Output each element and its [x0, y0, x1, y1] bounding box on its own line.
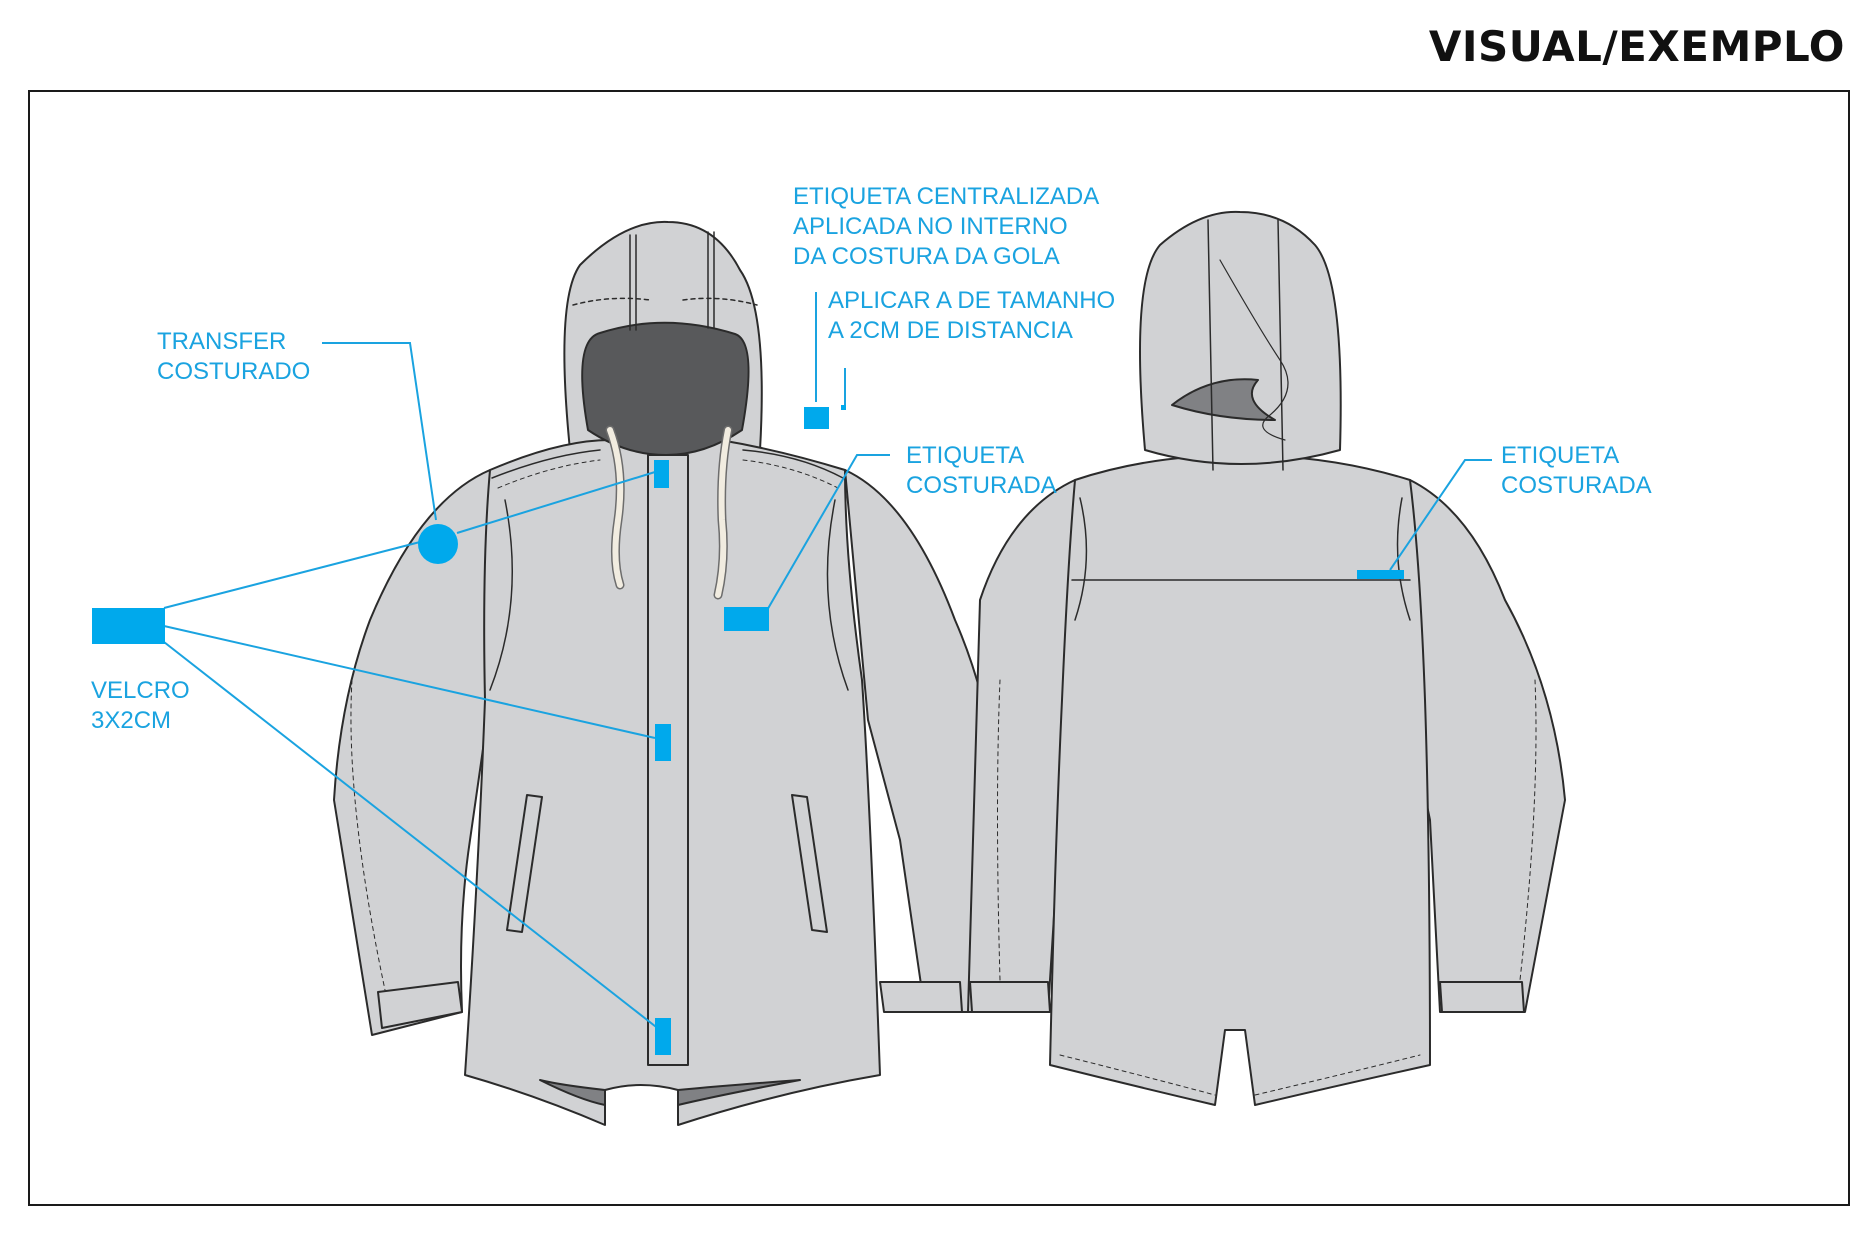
back-body	[1049, 454, 1431, 1106]
velcro-leader-upper	[163, 541, 421, 609]
back-label-marker	[1357, 570, 1404, 579]
back-right-cuff	[1439, 981, 1525, 1013]
transfer-callout-line2: COSTURADO	[157, 358, 311, 385]
velcro-tab-middle	[655, 724, 671, 761]
front-left-pocket	[506, 794, 543, 933]
back-jacket-view	[967, 210, 1566, 1106]
transfer-callout: TRANSFER COSTURADO	[157, 327, 310, 387]
back-label-leader	[1389, 459, 1492, 571]
back-label-callout: ETIQUETA COSTURADA	[1501, 441, 1652, 501]
front-label-leader	[765, 454, 890, 613]
back-right-sleeve	[1404, 479, 1566, 1013]
transfer-marker	[418, 524, 458, 564]
neck-label-marker	[804, 407, 829, 429]
velcro-callout: VELCRO 3X2CM	[91, 676, 190, 736]
front-label-callout-line2: COSTURADA	[906, 472, 1057, 499]
velcro-callout-line1: VELCRO	[91, 677, 190, 704]
front-right-cuff	[879, 981, 963, 1013]
transfer-to-placket-line	[456, 471, 656, 534]
neck-label-callout: ETIQUETA CENTRALIZADA APLICADA NO INTERN…	[793, 182, 1099, 272]
back-label-callout-line1: ETIQUETA	[1501, 442, 1620, 469]
velcro-callout-line2: 3X2CM	[91, 707, 172, 734]
drawing-frame	[28, 90, 1850, 1206]
front-left-sleeve	[333, 469, 491, 1036]
front-left-cuff	[377, 981, 463, 1029]
size-label-callout-line2: A 2CM DE DISTANCIA	[828, 317, 1073, 344]
velcro-leader-middle	[163, 625, 656, 739]
neck-label-callout-line2: APLICADA NO INTERNO	[793, 213, 1068, 240]
velcro-leader-lower	[163, 641, 661, 1031]
front-jacket-view	[333, 220, 1006, 1126]
front-right-pocket	[791, 794, 828, 933]
back-left-cuff	[969, 981, 1051, 1013]
front-label-callout: ETIQUETA COSTURADA	[906, 441, 1057, 501]
front-label-callout-line1: ETIQUETA	[906, 442, 1025, 469]
page-title: VISUAL/EXEMPLO	[1428, 22, 1845, 71]
front-hem-lining	[539, 1079, 606, 1106]
velcro-swatch	[92, 608, 165, 644]
velcro-tab-bottom	[655, 1018, 671, 1055]
size-label-callout: APLICAR A DE TAMANHO A 2CM DE DISTANCIA	[828, 286, 1115, 346]
size-label-callout-line1: APLICAR A DE TAMANHO	[828, 287, 1116, 314]
transfer-callout-line1: TRANSFER	[157, 328, 287, 355]
neck-label-callout-line1: ETIQUETA CENTRALIZADA	[793, 183, 1100, 210]
transfer-leader-line	[322, 342, 437, 521]
velcro-tab-top	[654, 460, 669, 488]
front-label-marker	[724, 607, 769, 631]
back-hood	[1139, 210, 1342, 465]
back-label-callout-line2: COSTURADA	[1501, 472, 1652, 499]
neck-label-callout-line3: DA COSTURA DA GOLA	[793, 243, 1060, 270]
size-label-marker	[841, 405, 846, 410]
